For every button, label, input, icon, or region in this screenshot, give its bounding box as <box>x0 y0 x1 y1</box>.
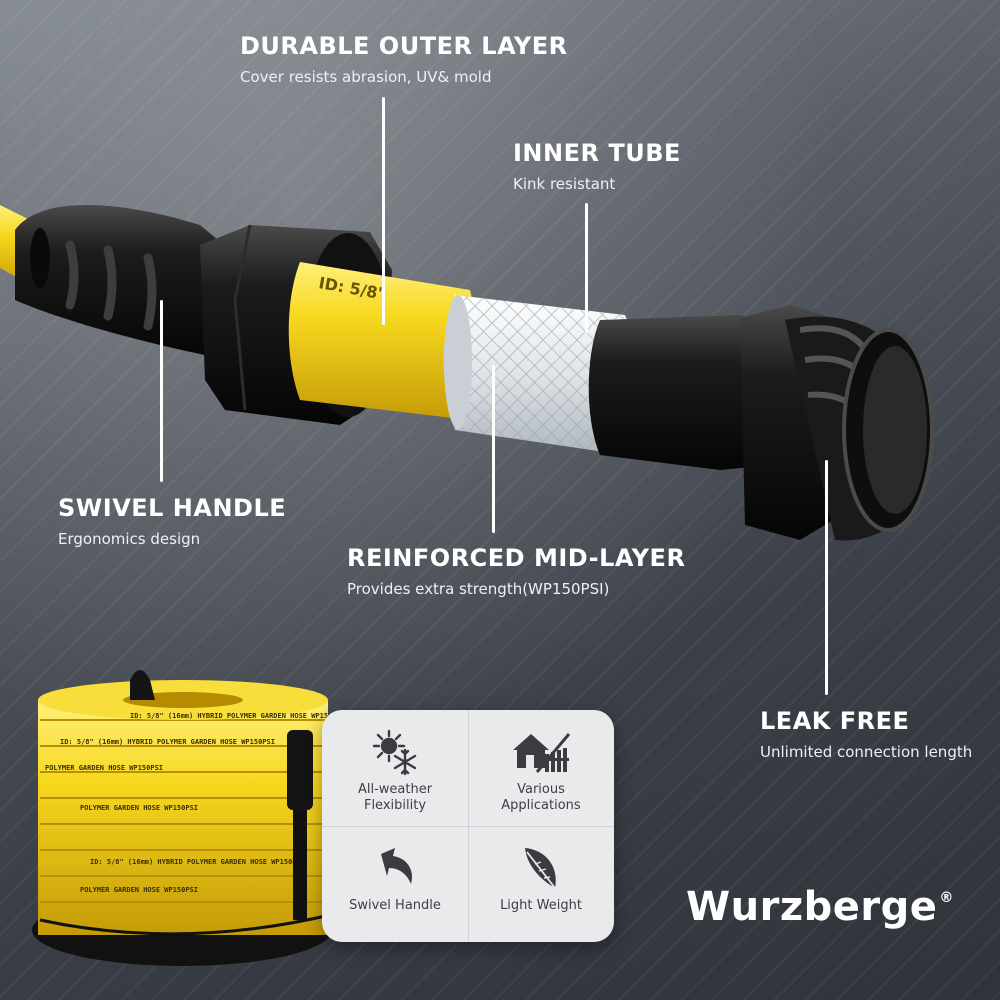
outer-layer-section: ID: 5/8" <box>288 262 478 420</box>
house-fence-icon <box>513 733 571 773</box>
feature-label: Light Weight <box>500 898 582 913</box>
reel-print-1: ID: 5/8" (16mm) HYBRID POLYMER GARDEN HO… <box>130 712 345 720</box>
callout-title: INNER TUBE <box>513 139 681 167</box>
brand-name: Wurzberge <box>686 884 938 930</box>
reel-print-4: POLYMER GARDEN HOSE WP150PSI <box>80 804 198 812</box>
black-connector <box>588 305 934 541</box>
card-divider-horizontal <box>322 826 614 827</box>
snowflake-sun-icon <box>372 729 417 776</box>
hose-reel: ID: 5/8" (16mm) HYBRID POLYMER GARDEN HO… <box>32 670 345 966</box>
reel-print-2: ID: 5/8" (16mm) HYBRID POLYMER GARDEN HO… <box>60 738 275 746</box>
callout-inner-tube: INNER TUBE Kink resistant <box>513 139 681 193</box>
reel-print-3: POLYMER GARDEN HOSE WP150PSI <box>45 764 163 772</box>
feature-label: All-weather Flexibility <box>357 782 433 813</box>
brand-logo: Wurzberge® <box>686 884 954 930</box>
feature-all-weather: All-weather Flexibility <box>322 710 468 826</box>
callout-swivel-handle: SWIVEL HANDLE Ergonomics design <box>58 494 286 548</box>
callout-subtitle: Unlimited connection length <box>760 743 973 761</box>
feature-label: Swivel Handle <box>349 898 441 913</box>
leader-line-leak-free <box>825 460 828 695</box>
feature-light-weight: Light Weight <box>468 826 614 942</box>
feature-card: All-weather Flexibility Various Applicat… <box>322 710 614 942</box>
callout-durable-outer-layer: DURABLE OUTER LAYER Cover resists abrasi… <box>240 32 568 86</box>
feather-icon <box>525 848 556 889</box>
callout-subtitle: Cover resists abrasion, UV& mold <box>240 68 492 86</box>
callout-subtitle: Provides extra strength(WP150PSI) <box>347 580 610 598</box>
callout-subtitle: Kink resistant <box>513 175 616 193</box>
swivel-arrow-icon <box>381 848 413 884</box>
leader-line-outer-layer <box>382 97 385 325</box>
feature-various-applications: Various Applications <box>468 710 614 826</box>
callout-subtitle: Ergonomics design <box>58 530 201 548</box>
registered-mark: ® <box>939 890 954 906</box>
callout-title: LEAK FREE <box>760 707 910 735</box>
callout-leak-free: LEAK FREE Unlimited connection length <box>760 707 972 761</box>
callout-title: REINFORCED MID-LAYER <box>347 544 686 572</box>
callout-title: SWIVEL HANDLE <box>58 494 287 522</box>
feature-label: Various Applications <box>501 782 581 813</box>
feature-swivel-handle: Swivel Handle <box>322 826 468 942</box>
leader-line-mid-layer <box>492 365 495 533</box>
reel-print-5: ID: 5/8" (16mm) HYBRID POLYMER GARDEN HO… <box>90 858 305 866</box>
leader-line-swivel-handle <box>160 300 163 482</box>
leader-line-inner-tube <box>585 203 588 333</box>
reel-print-6: POLYMER GARDEN HOSE WP150PSI <box>80 886 198 894</box>
callout-title: DURABLE OUTER LAYER <box>240 32 568 60</box>
swivel-handle-grip <box>15 205 230 360</box>
callout-reinforced-mid-layer: REINFORCED MID-LAYER Provides extra stre… <box>347 544 685 598</box>
mesh-mid-layer <box>443 295 637 455</box>
